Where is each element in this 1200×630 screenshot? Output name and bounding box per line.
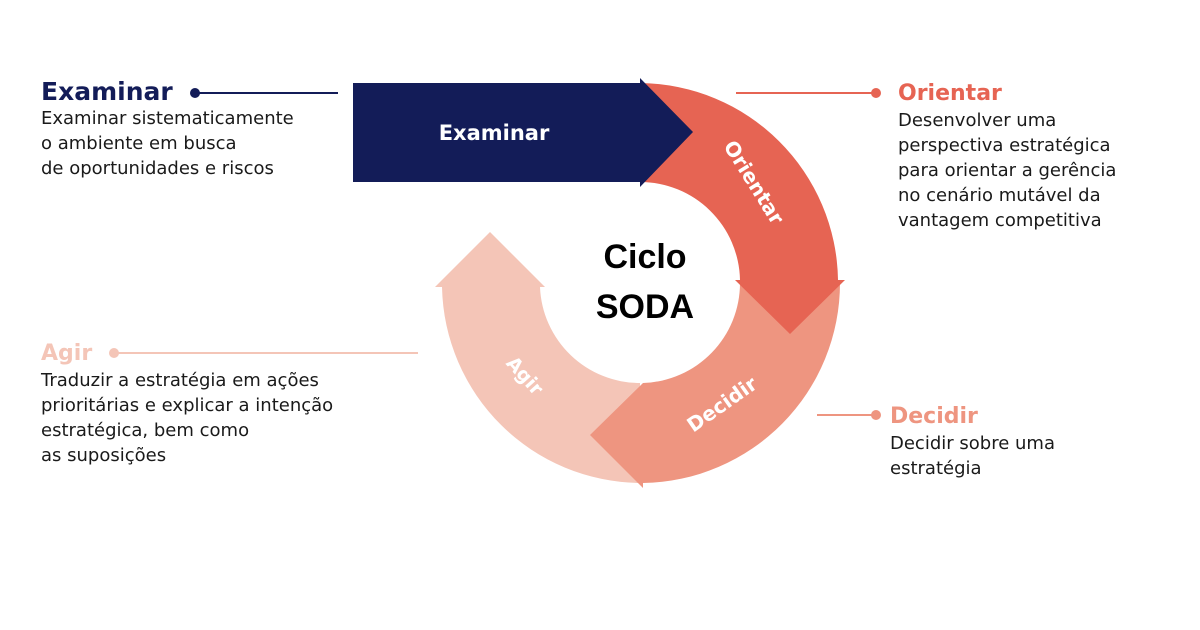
orientar-desc-line: perspectiva estratégica bbox=[898, 135, 1111, 156]
agir-desc-line: estratégica, bem como bbox=[41, 420, 250, 441]
cycle-title-line1: Ciclo bbox=[603, 238, 687, 276]
orientar-desc-line: Desenvolver uma bbox=[898, 110, 1057, 131]
examinar-desc-line: o ambiente em busca bbox=[41, 133, 237, 154]
orientar-arrow bbox=[640, 83, 845, 334]
agir-desc-line: prioritárias e explicar a intenção bbox=[41, 395, 334, 416]
agir-desc-line: Traduzir a estratégia em ações bbox=[41, 370, 319, 391]
decidir-connector bbox=[817, 410, 881, 420]
examinar-desc-line: Examinar sistematicamente bbox=[41, 108, 294, 129]
orientar-block: Orientar Desenvolver uma perspectiva est… bbox=[898, 80, 1116, 233]
examinar-arrow bbox=[353, 78, 693, 187]
examinar-heading: Examinar bbox=[41, 77, 173, 106]
cycle-title: Ciclo SODA bbox=[565, 232, 725, 332]
decidir-arrow bbox=[590, 283, 840, 488]
examinar-connector bbox=[190, 88, 338, 98]
agir-heading: Agir bbox=[41, 341, 93, 366]
orientar-connector bbox=[736, 88, 881, 98]
orientar-desc-line: para orientar a gerência bbox=[898, 160, 1117, 181]
decidir-heading: Decidir bbox=[890, 404, 978, 429]
examinar-desc-line: de oportunidades e riscos bbox=[41, 158, 274, 179]
examinar-block: Examinar Examinar sistematicamente o amb… bbox=[41, 78, 294, 181]
agir-block: Agir Traduzir a estratégia em ações prio… bbox=[41, 340, 333, 468]
examinar-arrow-label: Examinar bbox=[439, 121, 550, 145]
cycle-title-line2: SODA bbox=[595, 288, 695, 326]
decidir-block: Decidir Decidir sobre uma estratégia bbox=[890, 403, 1055, 481]
decidir-desc-line: estratégia bbox=[890, 458, 982, 479]
orientar-desc-line: vantagem competitiva bbox=[898, 210, 1102, 231]
agir-connector bbox=[109, 348, 418, 358]
agir-desc-line: as suposições bbox=[41, 445, 167, 466]
agir-arrow bbox=[435, 232, 640, 483]
orientar-desc-line: no cenário mutável da bbox=[898, 185, 1101, 206]
orientar-heading: Orientar bbox=[898, 81, 1002, 106]
decidir-desc-line: Decidir sobre uma bbox=[890, 433, 1055, 454]
